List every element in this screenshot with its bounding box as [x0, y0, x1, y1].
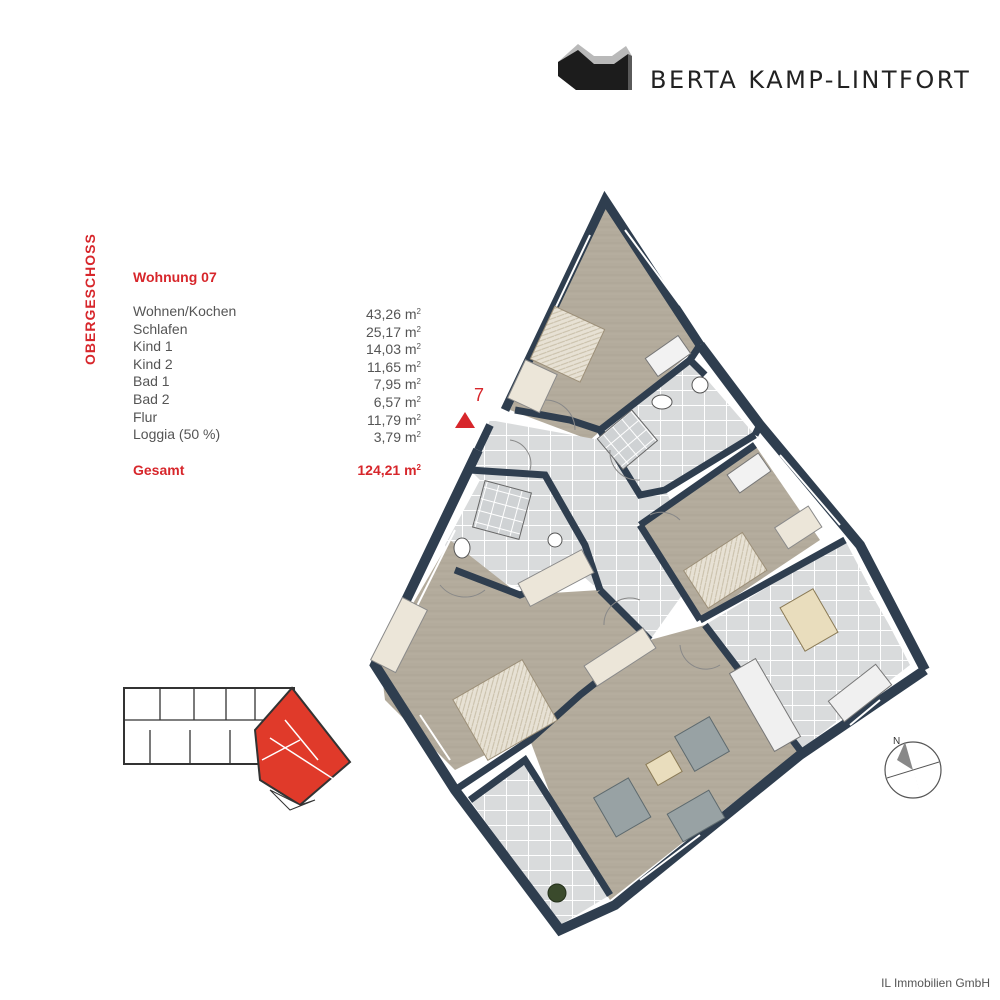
total-row: Gesamt 124,21 m2 [133, 462, 421, 478]
brand-logo-mark [558, 44, 632, 90]
room-row: Loggia (50 %) 3,79 m2 [133, 426, 421, 446]
bad1-sink [453, 537, 471, 559]
loggia-floor [470, 760, 610, 925]
brand-name: BERTA KAMP-LINTFORT [650, 66, 972, 94]
armchair [673, 715, 731, 773]
schlafen-wardrobe [369, 596, 429, 674]
room-area: 3,79 m2 [373, 429, 421, 446]
furniture [369, 305, 893, 903]
room-row: Bad 1 7,95 m2 [133, 373, 421, 393]
sofa-right [666, 789, 726, 843]
bad2-sink [651, 394, 673, 410]
compass-north-label: N [893, 736, 900, 747]
windows [399, 229, 906, 881]
kitchen-counter [728, 657, 802, 753]
footer-company: IL Immobilien GmbH [881, 976, 990, 990]
kind1-desk [644, 334, 692, 378]
schlafen-floor [380, 540, 650, 770]
room-area: 25,17 m2 [365, 323, 421, 340]
unit-title: Wohnung 07 [133, 269, 217, 285]
room-area: 11,65 m2 [367, 358, 421, 375]
room-name: Flur [133, 408, 158, 425]
room-name: Kind 1 [133, 338, 173, 355]
room-name: Bad 1 [133, 373, 170, 390]
room-name: Wohnen/Kochen [133, 303, 237, 319]
total-label: Gesamt [133, 462, 185, 478]
key-plan [123, 686, 352, 811]
room-area: 6,57 m2 [373, 393, 421, 410]
room-area: 14,03 m2 [365, 341, 421, 358]
kind1-wardrobe [507, 359, 558, 414]
room-row: Flur 11,79 m2 [133, 408, 421, 428]
bad1-toilet [547, 532, 563, 548]
bad1-shower [471, 479, 533, 541]
room-row: Schlafen 25,17 m2 [133, 320, 421, 340]
kind1-bed [529, 305, 606, 383]
room-name: Loggia (50 %) [133, 426, 221, 443]
kind2-desk [726, 452, 772, 494]
kind2-wardrobe [773, 505, 823, 550]
kind2-bed [682, 531, 768, 610]
room-area: 11,79 m2 [367, 411, 421, 428]
coffee-table [645, 749, 683, 787]
total-area: 124,21 m2 [357, 462, 421, 478]
room-row: Wohnen/Kochen 43,26 m2 [133, 303, 421, 322]
dining-table [779, 588, 839, 652]
room-area: 7,95 m2 [373, 376, 421, 393]
entrance-marker-icon [455, 412, 475, 428]
kind2-floor [640, 445, 820, 620]
kitchen-island [827, 663, 893, 723]
entrance-number: 7 [474, 385, 484, 405]
schlafen-dresser [583, 627, 657, 687]
plant-icon [547, 883, 567, 903]
sofa-left [592, 777, 652, 838]
room-name: Kind 2 [133, 355, 173, 372]
room-name: Schlafen [133, 320, 188, 337]
compass-icon: N [884, 736, 942, 799]
kind1-floor [510, 205, 700, 440]
room-row: Bad 2 6,57 m2 [133, 390, 421, 410]
outer-walls [369, 190, 930, 937]
bad1-cabinet [517, 548, 595, 608]
room-row: Kind 1 14,03 m2 [133, 338, 421, 358]
bad2-toilet [691, 376, 709, 394]
room-name: Bad 2 [133, 390, 170, 407]
room-area-table: Wohnen/Kochen 43,26 m2 Schlafen 25,17 m2 K… [133, 303, 421, 446]
room-row: Kind 2 11,65 m2 [133, 355, 421, 375]
door-swings [439, 399, 721, 670]
room-area: 43,26 m2 [365, 306, 421, 322]
schlafen-bed [452, 659, 558, 761]
